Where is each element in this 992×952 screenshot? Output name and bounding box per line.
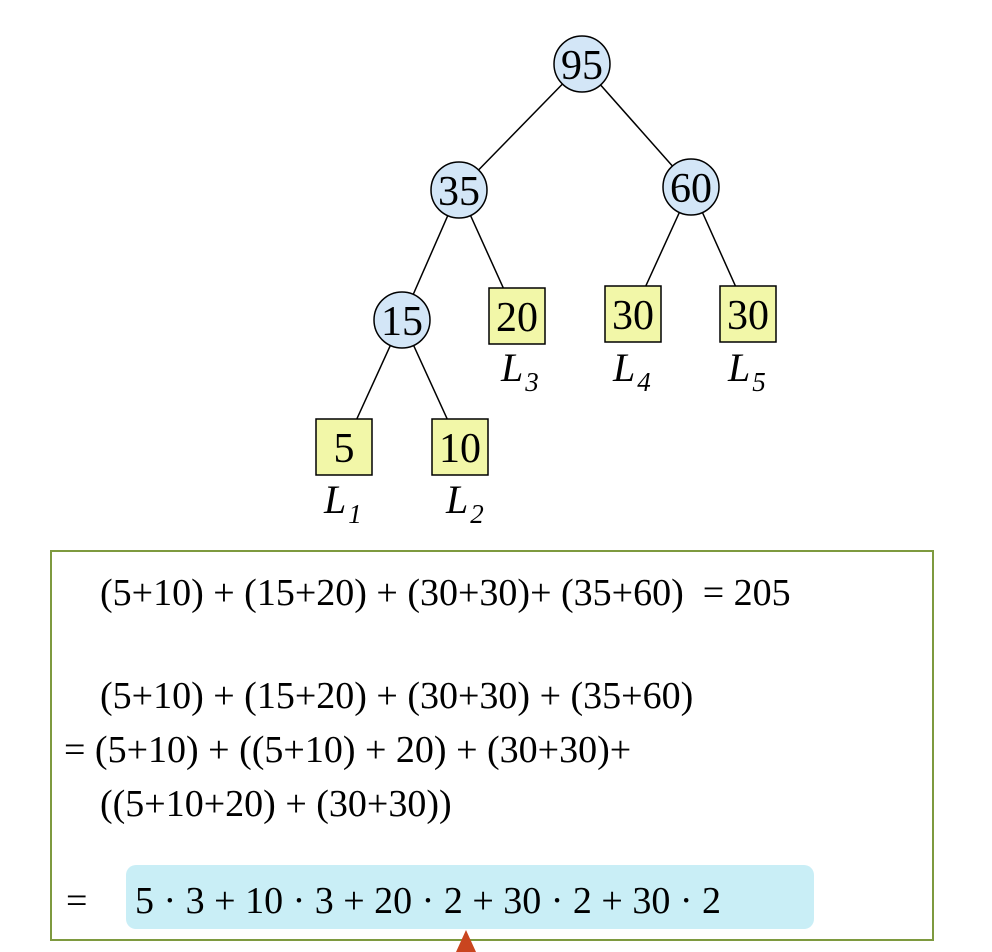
formula-line-3: = (5+10) + ((5+10) + 20) + (30+30)+ bbox=[64, 729, 632, 771]
internal-node-60: 60 bbox=[662, 158, 720, 216]
leaf-node-20: 20 L3 bbox=[488, 287, 546, 397]
internal-node-15: 15 bbox=[373, 291, 431, 349]
leaf-node-30-a: 30 L4 bbox=[604, 285, 662, 397]
node-value: 15 bbox=[381, 299, 423, 345]
leaf-label: L5 bbox=[727, 345, 766, 397]
node-value: 35 bbox=[438, 169, 480, 215]
internal-node-95: 95 bbox=[553, 35, 611, 93]
node-value: 95 bbox=[561, 43, 603, 89]
leaf-value: 30 bbox=[727, 293, 769, 339]
leaf-label: L1 bbox=[323, 477, 362, 529]
huffman-tree: 95 35 60 15 20 L3 30 L4 30 L5 5 L1 10 L2 bbox=[315, 35, 777, 529]
leaf-node-5: 5 L1 bbox=[315, 418, 373, 529]
formula-line-4: ((5+10+20) + (30+30)) bbox=[100, 783, 452, 825]
leaf-label: L2 bbox=[445, 477, 484, 529]
leaf-value: 30 bbox=[612, 293, 654, 339]
formula-line-2: (5+10) + (15+20) + (30+30) + (35+60) bbox=[100, 675, 694, 717]
result-highlight bbox=[126, 865, 814, 929]
final-weighted-sum: 5 · 3 + 10 · 3 + 20 · 2 + 30 · 2 + 30 · … bbox=[135, 880, 721, 922]
edge-95-35 bbox=[458, 63, 583, 191]
leaf-value: 10 bbox=[439, 426, 481, 472]
node-value: 60 bbox=[670, 166, 712, 212]
internal-node-35: 35 bbox=[430, 161, 488, 219]
formula-line-1: (5+10) + (15+20) + (30+30)+ (35+60) = 20… bbox=[100, 572, 791, 614]
leaf-node-10: 10 L2 bbox=[431, 418, 489, 529]
leaf-label: L3 bbox=[500, 345, 539, 397]
leaf-value: 5 bbox=[334, 426, 355, 472]
final-equals-sign: = bbox=[66, 880, 88, 922]
leaf-value: 20 bbox=[496, 295, 538, 341]
leaf-node-30-b: 30 L5 bbox=[719, 285, 777, 397]
leaf-label: L4 bbox=[612, 345, 651, 397]
